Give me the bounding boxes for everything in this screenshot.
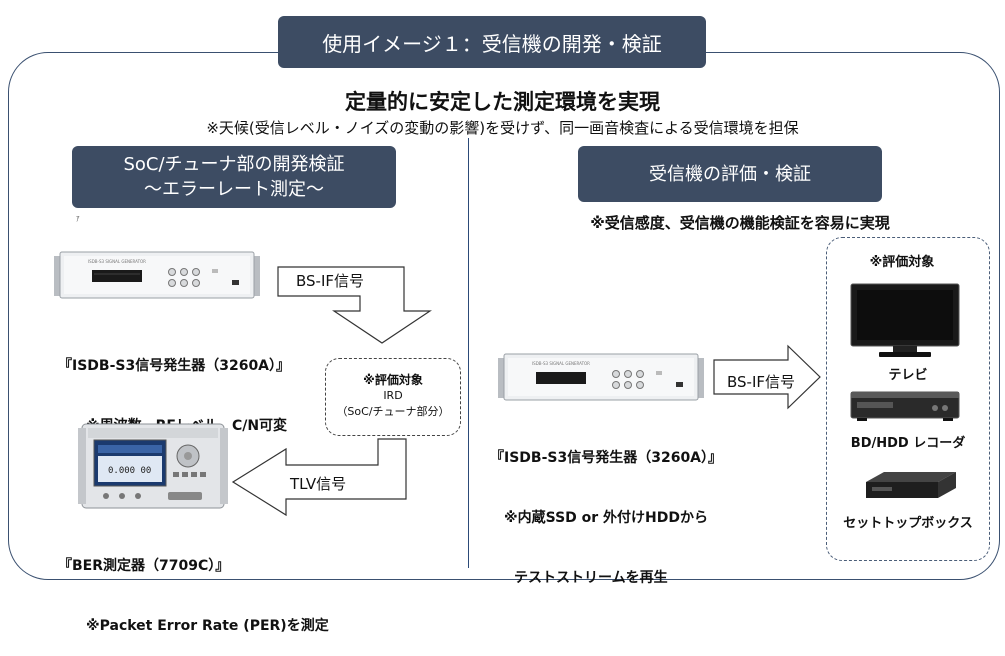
arrow-label-bs-if-right: BS-IF信号 [727, 373, 796, 391]
generator-name-left: 『ISDB-S3信号発生器（3260A）』 [58, 358, 291, 374]
small-mark: ｱ [76, 215, 80, 223]
left-heading-line1: SoC/チューナ部の開発検証 [123, 154, 345, 175]
target-label-tv: テレビ [888, 368, 928, 383]
bs-if-arrow-right [713, 344, 821, 410]
isdb-s3-generator-device-right: ISDB-S3 SIGNAL GENERATOR [498, 353, 704, 401]
page-title: 使用イメージ１：受信機の開発・検証 [278, 16, 706, 68]
arrow-label-bs-if-left: BS-IF信号 [296, 272, 365, 290]
isdb-s3-generator-device-left: ISDB-S3 SIGNAL GENERATOR [54, 251, 260, 299]
target-label-stb: セットトップボックス [843, 516, 973, 531]
bs-if-arrow-down [277, 266, 432, 344]
generator-note-right-2: テストストリームを再生 [514, 570, 668, 586]
eval-line-ird: IRD [383, 389, 403, 402]
bd-hdd-recorder-icon [850, 391, 960, 421]
ber-note: ※Packet Error Rate (PER)を測定 [86, 618, 329, 634]
set-top-box-icon [866, 472, 956, 498]
ber-meter-device: 0.000 00 [78, 423, 228, 509]
left-heading-line2: ～エラーレート測定～ [144, 179, 324, 200]
target-label-recorder: BD/HDD レコーダ [850, 436, 966, 451]
eval-title: ※評価対象 [363, 373, 423, 387]
ber-name: 『BER測定器（7709C）』 [58, 558, 230, 574]
right-section-note: ※受信感度、受信機の機能検証を容易に実現 [590, 214, 890, 232]
tlv-arrow-left [231, 438, 407, 517]
left-section-heading: SoC/チューナ部の開発検証 ～エラーレート測定～ [72, 146, 396, 208]
right-section-heading: 受信機の評価・検証 [578, 146, 882, 202]
tv-icon [850, 283, 960, 357]
generator-note-right-1: ※内蔵SSD or 外付けHDDから [504, 510, 708, 526]
section-divider [468, 138, 469, 568]
evaluation-targets-box [826, 237, 990, 561]
right-heading: 受信機の評価・検証 [649, 163, 811, 185]
svg-text:ISDB-S3 SIGNAL GENERATOR: ISDB-S3 SIGNAL GENERATOR [532, 361, 590, 366]
generator-name-right: 『ISDB-S3信号発生器（3260A）』 [490, 450, 723, 466]
ber-label: 『BER測定器（7709C）』 ※Packet Error Rate (PER)… [58, 516, 329, 656]
evaluation-target-box: ※評価対象 IRD （SoC/チューナ部分） [325, 358, 461, 436]
eval-line-soc: （SoC/チューナ部分） [336, 405, 450, 418]
arrow-label-tlv: TLV信号 [290, 475, 347, 493]
headline: 定量的に安定した測定環境を実現 [345, 90, 660, 114]
subline: ※天候(受信レベル・ノイズの変動の影響)を受けず、同一画音検査による受信環境を担… [206, 119, 799, 137]
ber-screen-readout: 0.000 00 [108, 466, 151, 476]
targets-title: ※評価対象 [869, 255, 935, 270]
generator-label-right: 『ISDB-S3信号発生器（3260A）』 ※内蔵SSD or 外付けHDDから… [490, 408, 722, 608]
svg-text:ISDB-S3 SIGNAL GENERATOR: ISDB-S3 SIGNAL GENERATOR [88, 259, 146, 264]
